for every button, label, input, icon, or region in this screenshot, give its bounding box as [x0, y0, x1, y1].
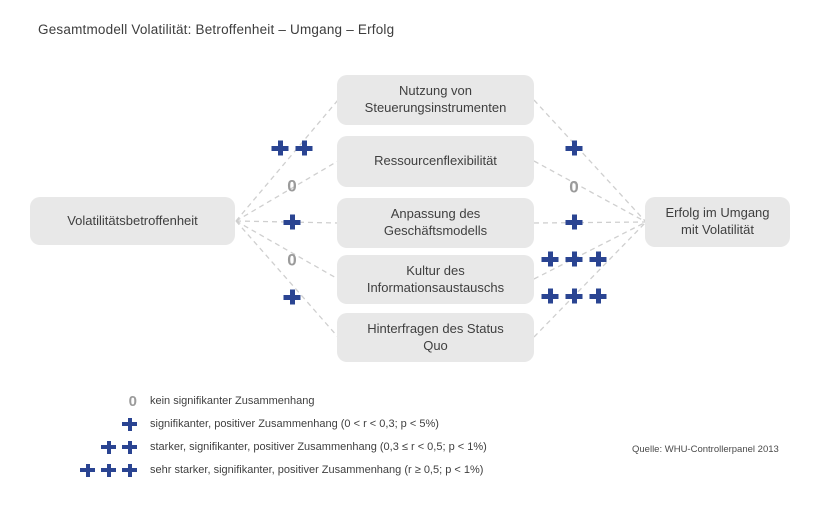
node-label: Kultur des Informationsaustauschs — [366, 262, 505, 295]
source-note: Quelle: WHU-Controllerpanel 2013 — [632, 444, 779, 455]
node-label: Erfolg im Umgang mit Volatilität — [665, 205, 770, 237]
legend-label: starker, signifikanter, positiver Zusamm… — [150, 441, 487, 453]
legend-plus-plus-symbol — [57, 441, 137, 454]
correlation-symbol-left-3 — [284, 215, 301, 230]
legend-plus-symbol — [57, 418, 137, 431]
correlation-symbol-left-2: 0 — [287, 176, 297, 196]
node-label: Volatilitätsbetroffenheit — [67, 212, 198, 228]
legend-plus-plus-plus-symbol — [57, 464, 137, 477]
legend-label: signifikanter, positiver Zusammenhang (0… — [150, 418, 439, 430]
node-ressourcenflexibilitaet: Ressourcenflexibilität — [337, 136, 534, 187]
node-label: Hinterfragen des Status Quo — [367, 320, 504, 353]
legend-label: kein signifikanter Zusammenhang — [150, 395, 315, 407]
node-label: Nutzung von Steuerungsinstrumenten — [364, 83, 507, 115]
correlation-symbol-right-3 — [566, 215, 583, 230]
correlation-symbol-left-5 — [284, 290, 301, 305]
node-label: Ressourcenflexibilität — [374, 153, 497, 169]
legend-label: sehr starker, signifikanter, positiver Z… — [150, 464, 484, 476]
correlation-symbol-right-4 — [542, 252, 607, 267]
node-volatilitaetsbetroffenheit: Volatilitätsbetroffenheit — [30, 197, 235, 245]
node-erfolg-im-umgang: Erfolg im Umgang mit Volatilität — [645, 197, 790, 247]
node-status-quo: Hinterfragen des Status Quo — [337, 313, 534, 362]
correlation-symbol-right-2: 0 — [569, 177, 579, 197]
legend-row-plus-plus-plus: sehr starker, signifikanter, positiver Z… — [57, 461, 487, 479]
legend-row-plus: signifikanter, positiver Zusammenhang (0… — [57, 415, 487, 433]
correlation-symbol-left-1 — [272, 141, 313, 156]
correlation-symbol-left-4: 0 — [287, 250, 297, 270]
legend-row-plus-plus: starker, signifikanter, positiver Zusamm… — [57, 438, 487, 456]
node-geschaeftsmodell: Anpassung des Geschäftsmodells — [337, 198, 534, 248]
correlation-symbol-right-5 — [542, 289, 607, 304]
legend: 0 kein signifikanter Zusammenhang signif… — [57, 392, 487, 484]
node-steuerungsinstrumente: Nutzung von Steuerungsinstrumenten — [337, 75, 534, 125]
node-informationsaustausch: Kultur des Informationsaustauschs — [337, 255, 534, 304]
legend-row-zero: 0 kein signifikanter Zusammenhang — [57, 392, 487, 410]
node-label: Anpassung des Geschäftsmodells — [383, 206, 488, 238]
page-title: Gesamtmodell Volatilität: Betroffenheit … — [38, 22, 395, 37]
legend-zero-symbol: 0 — [128, 392, 137, 410]
correlation-symbol-right-1 — [566, 141, 583, 156]
